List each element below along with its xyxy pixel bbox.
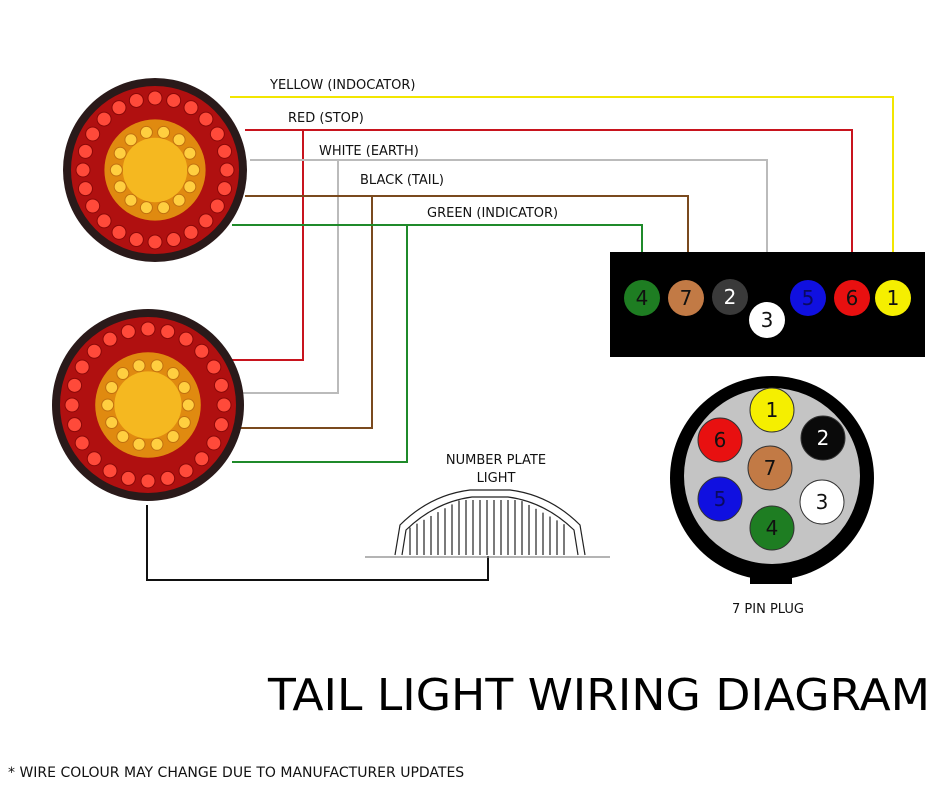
socket-pin-6: 6 <box>834 280 870 316</box>
plug-pin-number: 4 <box>766 516 779 540</box>
socket-pin-7: 7 <box>668 280 704 316</box>
socket-pin-1: 1 <box>875 280 911 316</box>
plug-pin-3: 3 <box>799 479 845 525</box>
page-title: TAIL LIGHT WIRING DIAGRAM <box>267 670 930 721</box>
wire-red-lower <box>232 130 304 361</box>
socket-pin-number: 3 <box>761 308 774 332</box>
label-black-wire: BLACK (TAIL) <box>360 173 444 188</box>
wire-brown-lower <box>238 196 373 429</box>
socket-pin-number: 4 <box>636 286 649 310</box>
wire-green <box>232 224 643 290</box>
socket-pin-2: 2 <box>712 279 748 315</box>
tail-light-bottom <box>52 309 244 501</box>
socket-pin-5: 5 <box>790 280 826 316</box>
wire-ground <box>146 505 489 581</box>
socket-pin-number: 5 <box>802 286 815 310</box>
wire-yellow <box>230 96 894 290</box>
socket-pin-number: 1 <box>887 286 900 310</box>
plug-pin-number: 5 <box>714 487 727 511</box>
plug-pin-4: 4 <box>749 505 795 551</box>
number-plate-label-line2: LIGHT <box>477 471 516 486</box>
socket-pin-3: 3 <box>749 302 785 338</box>
label-white-wire: WHITE (EARTH) <box>319 144 419 159</box>
plug-label: 7 PIN PLUG <box>732 602 804 617</box>
plug-pin-2: 2 <box>800 415 846 461</box>
plug-pin-number: 7 <box>764 456 777 480</box>
plug-pin-7: 7 <box>747 445 793 491</box>
label-yellow-wire: YELLOW (INDOCATOR) <box>269 78 416 93</box>
socket-pin-number: 7 <box>680 286 693 310</box>
socket-pin-number: 6 <box>846 286 859 310</box>
socket-pin-4: 4 <box>624 280 660 316</box>
wire-green-lower <box>232 225 408 463</box>
number-plate-light <box>365 489 610 558</box>
tail-light-top <box>63 78 247 262</box>
footnote: * WIRE COLOUR MAY CHANGE DUE TO MANUFACT… <box>8 765 464 781</box>
plug-pin-number: 2 <box>817 426 830 450</box>
wire-red <box>245 129 853 290</box>
plug-pin-number: 6 <box>714 428 727 452</box>
plug-pin-1: 1 <box>749 387 795 433</box>
number-plate-label-line1: NUMBER PLATE <box>446 453 546 468</box>
plug-pin-5: 5 <box>697 476 743 522</box>
label-green-wire: GREEN (INDICATOR) <box>427 206 558 221</box>
plug-pin-6: 6 <box>697 417 743 463</box>
socket-pin-number: 2 <box>724 285 737 309</box>
plug-pin-number: 3 <box>816 490 829 514</box>
label-red-wire: RED (STOP) <box>288 111 364 126</box>
wire-white-lower <box>238 160 339 394</box>
plug-pin-number: 1 <box>766 398 779 422</box>
